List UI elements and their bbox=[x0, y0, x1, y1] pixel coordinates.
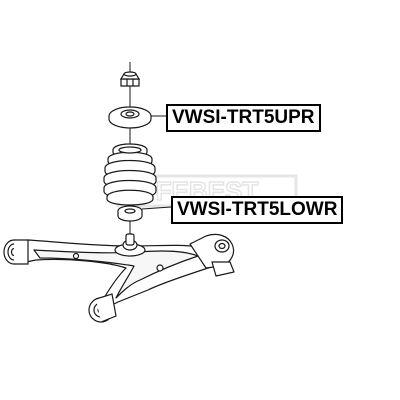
part-number-lower: VWSI-TRT5LOWR bbox=[171, 196, 344, 224]
lower-leader-line bbox=[141, 206, 172, 210]
lower-control-arm bbox=[19, 233, 235, 307]
upper-mount-washer bbox=[108, 106, 152, 129]
part-number-upper: VWSI-TRT5UPR bbox=[166, 104, 321, 132]
top-nut bbox=[119, 71, 141, 87]
bottom-arm-bushing bbox=[88, 293, 117, 323]
lower-spring-seat bbox=[117, 205, 143, 222]
left-arm-bushing bbox=[3, 239, 29, 265]
coil-spring bbox=[103, 143, 157, 206]
